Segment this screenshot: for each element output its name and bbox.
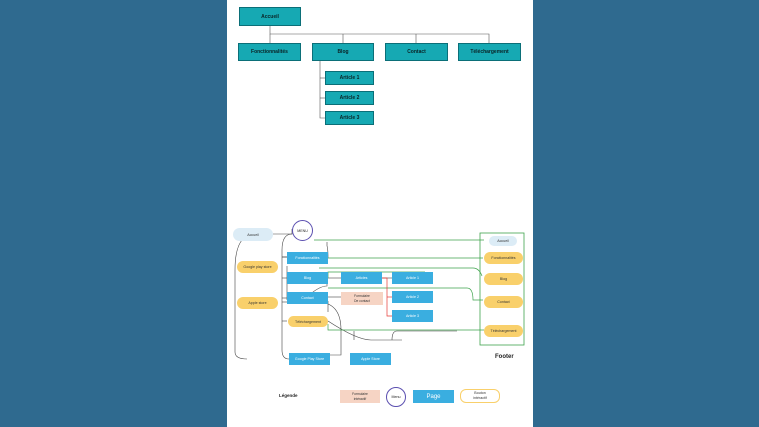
legend-page: Page — [413, 390, 454, 403]
sitemap-article-1: Article 1 — [325, 71, 374, 85]
sitemap-fonctionnalites: Fonctionnalités — [238, 43, 301, 61]
sitemap-blog: Blog — [312, 43, 374, 61]
flow-accueil: Accueil — [233, 228, 273, 241]
page-article-2: Article 2 — [392, 291, 433, 303]
sitemap-telechargement: Téléchargement — [458, 43, 521, 61]
page-apple-store: Apple Store — [350, 353, 391, 365]
footer-blog: Blog — [484, 273, 523, 285]
form-contact: Formulaire De contact — [341, 292, 383, 305]
page-articles: Articles — [341, 272, 382, 284]
diagram-sheet: Accueil Fonctionnalités Blog Contact Tél… — [227, 0, 533, 427]
sitemap-article-2: Article 2 — [325, 91, 374, 105]
footer-title: Footer — [495, 354, 514, 360]
flow-menu: MENU — [292, 220, 313, 241]
button-google-play: Google play store — [237, 261, 278, 273]
footer-telechargement: Téléchargement — [484, 325, 523, 337]
footer-fonctionnalites: Fonctionnalités — [484, 252, 523, 264]
page-article-3: Article 3 — [392, 310, 433, 322]
button-telechargement: Téléchargement — [288, 316, 328, 327]
legend-form: Formulaire intéractif — [340, 390, 380, 403]
footer-accueil: Accueil — [489, 236, 517, 246]
page-article-1: Article 1 — [392, 272, 433, 284]
sitemap-accueil: Accueil — [239, 7, 301, 26]
page-google-play-store: Google Play Store — [289, 353, 330, 365]
legend-button: Bouton intéractif — [460, 389, 500, 403]
footer-contact: Contact — [484, 296, 523, 308]
button-apple-store: Apple store — [237, 297, 278, 309]
sitemap-article-3: Article 3 — [325, 111, 374, 125]
legend-title: Légende — [279, 393, 298, 398]
page-blog: Blog — [287, 272, 328, 284]
page-contact: Contact — [287, 292, 328, 304]
legend-menu: Menu — [386, 387, 406, 407]
sitemap-contact: Contact — [385, 43, 448, 61]
page-fonctionnalites: Fonctionnalités — [287, 252, 328, 264]
